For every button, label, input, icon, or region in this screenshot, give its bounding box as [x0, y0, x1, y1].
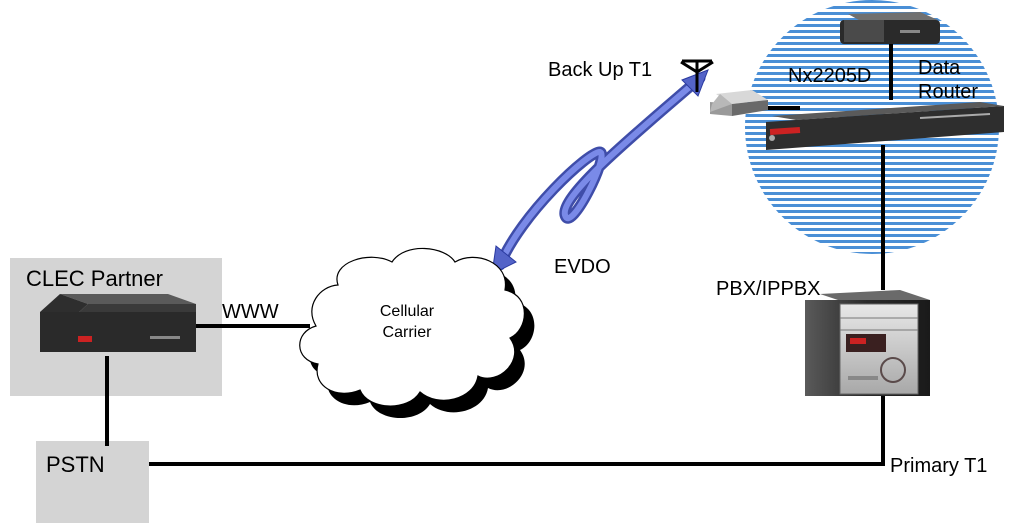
evdo-link [491, 69, 709, 275]
evdo-label-clip: EVDO [554, 257, 644, 274]
primary-t1-label: Primary T1 [890, 455, 988, 477]
www-label: WWW [222, 301, 279, 323]
nx2205d-device [766, 102, 1004, 150]
back-up-t1-label: Back Up T1 [548, 59, 653, 81]
clec-router-device [40, 294, 196, 352]
pstn-label: PSTN [46, 452, 105, 477]
cellular-carrier-label: Cellular Carrier [379, 303, 435, 341]
cellular-cloud [299, 247, 535, 419]
connection-lines [105, 38, 893, 466]
evdo-modem-device [710, 90, 768, 116]
data-router-device [840, 12, 940, 44]
pstn-box [36, 441, 149, 523]
pbx-tower [805, 290, 930, 396]
pbx-ippbx-label: PBX/IPPBX [716, 278, 821, 300]
antenna-icon [680, 59, 714, 92]
clec-partner-label: CLEC Partner [26, 266, 163, 291]
nx2205d-label: Nx2205D [788, 65, 872, 87]
evdo-arrow-up [681, 69, 709, 97]
evdo-label: EVDO [554, 257, 611, 274]
data-router-label: Data Router [918, 57, 979, 98]
data-router-label-clip: Data Router [918, 56, 1018, 98]
